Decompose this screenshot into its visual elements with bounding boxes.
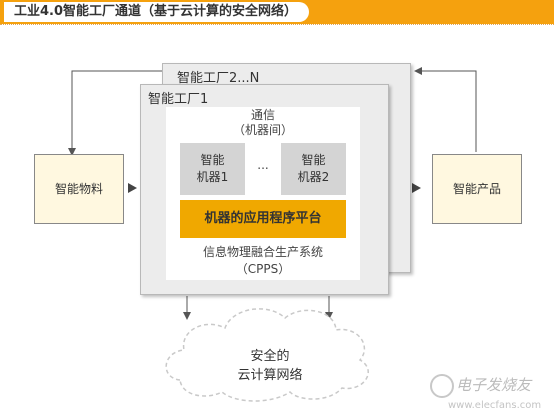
- arrow-factory-into-product: [412, 183, 421, 193]
- watermark-url: www.elecfans.com: [448, 400, 542, 411]
- machine2-line1: 智能: [301, 153, 326, 167]
- watermark-logo-icon: [430, 374, 454, 398]
- comm-label-line2: （机器间）: [232, 123, 293, 137]
- comm-label-line1: 通信: [250, 108, 275, 122]
- cloud-label-line2: 云计算网络: [237, 368, 303, 383]
- factory-front-title: 智能工厂1: [148, 92, 209, 107]
- machine1-line2: 机器1: [196, 170, 229, 184]
- machine2-line2: 机器2: [297, 170, 330, 184]
- smart-machine-2: 智能 机器2: [281, 143, 346, 195]
- machine-ellipsis: ...: [257, 158, 269, 172]
- application-platform: 机器的应用程序平台: [180, 200, 346, 238]
- arrow-material-into-factory: [128, 183, 137, 193]
- cloud-shape: [165, 308, 369, 402]
- arrow-back-to-material: [68, 70, 162, 156]
- cpps-label-line2: （CPPS）: [235, 262, 291, 276]
- title-divider: [0, 24, 554, 27]
- smart-product-box: 智能产品: [432, 154, 522, 224]
- arrow-product-to-back: [414, 67, 477, 152]
- smart-material-box: 智能物料: [34, 154, 124, 224]
- machine1-line1: 智能: [200, 153, 225, 167]
- cloud-label-line1: 安全的: [250, 349, 290, 364]
- cpps-label-line1: 信息物理融合生产系统: [202, 245, 323, 259]
- watermark-text: 电子发烧友: [456, 376, 532, 394]
- diagram-title: 工业4.0智能工厂通道（基于云计算的安全网络）: [4, 2, 310, 22]
- smart-machine-1: 智能 机器1: [180, 143, 245, 195]
- factory-back-title: 智能工厂2...N: [177, 71, 260, 86]
